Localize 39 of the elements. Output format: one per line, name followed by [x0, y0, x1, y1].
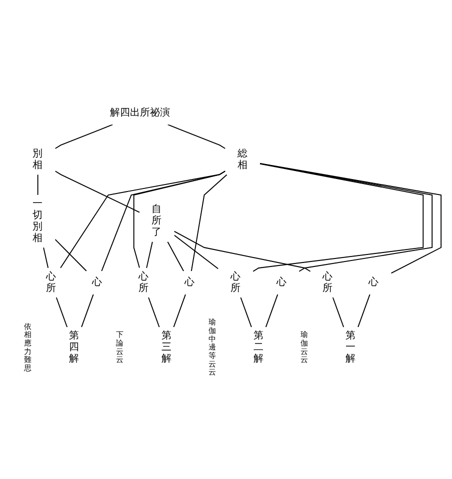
connector: [265, 294, 278, 328]
connector: [81, 294, 94, 328]
connector: [167, 241, 184, 272]
connector: [37, 174, 38, 196]
connector: [101, 170, 226, 272]
connector: [174, 230, 311, 272]
node-text: 心所: [322, 270, 333, 294]
node-text: 心: [184, 276, 194, 288]
node-text: 第三解: [161, 330, 172, 365]
node-text: 心: [92, 276, 102, 288]
connector: [43, 247, 49, 268]
connector: [56, 297, 68, 328]
node-text: 第二解: [254, 330, 264, 365]
connector: [148, 297, 160, 328]
node-text: 別相: [32, 147, 43, 171]
connector: [54, 124, 114, 149]
node-text: 第四解: [69, 330, 80, 365]
connector: [146, 241, 153, 268]
node-text: 心: [276, 276, 287, 288]
connector: [240, 297, 252, 328]
node-text: 第一解: [346, 330, 356, 365]
connector: [60, 170, 226, 268]
connector: [54, 238, 87, 272]
node-text: 心: [368, 276, 379, 288]
node-text: 一切別相: [32, 197, 43, 244]
node-text: 解四出所祕演: [110, 106, 170, 119]
connector: [332, 297, 344, 328]
node-text: 総相: [238, 147, 248, 171]
connector: [174, 234, 219, 270]
node-text: 自所了: [152, 203, 162, 238]
node-text: 心所: [230, 270, 240, 294]
connector: [133, 170, 226, 268]
connector: [173, 294, 186, 328]
connector: [358, 294, 370, 328]
node-text: 心所: [46, 270, 56, 294]
connector: [167, 124, 226, 149]
node-text: 心所: [138, 270, 148, 294]
connector: [54, 170, 140, 213]
connector: [190, 174, 228, 272]
